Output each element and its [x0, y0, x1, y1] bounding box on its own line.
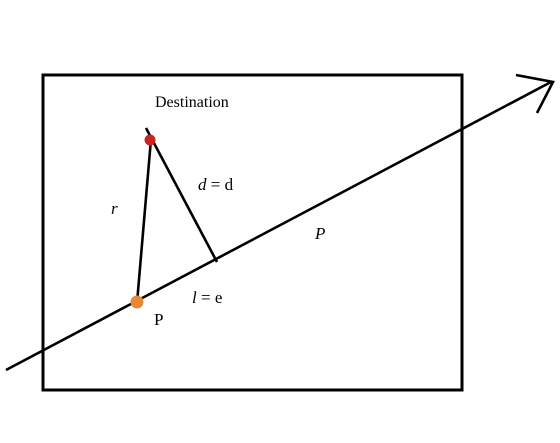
point-label: P [154, 310, 163, 329]
r-label: r [111, 199, 118, 218]
destination-label: Destination [155, 94, 229, 111]
frame-rectangle [41, 73, 464, 392]
l-variable: l [192, 288, 197, 307]
d-value: = d [207, 175, 234, 194]
d-variable: d [198, 175, 207, 194]
destination-dot [144, 134, 156, 146]
point-dot [130, 295, 144, 309]
path-label: P [314, 224, 325, 243]
d-equation-label: d = d [198, 175, 234, 194]
distance-line [144, 127, 219, 263]
path-line [5, 80, 552, 372]
arrowhead-icon [515, 73, 555, 114]
l-equation-label: l = e [192, 288, 222, 307]
l-value: = e [197, 288, 223, 307]
radius-line [135, 138, 153, 304]
